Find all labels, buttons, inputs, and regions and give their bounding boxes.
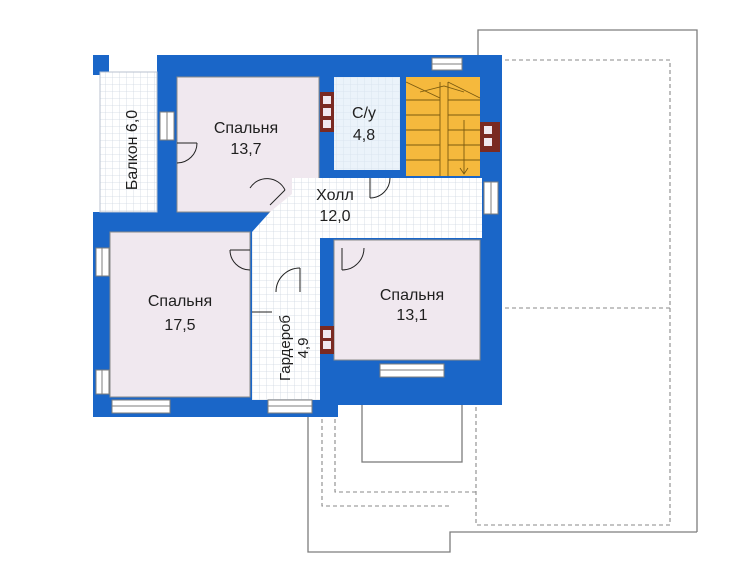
bedroom-right-area: 13,1 [396,307,427,324]
hall-name: Холл [316,187,354,204]
bathroom-area: 4,8 [353,127,375,144]
wardrobe-area: 4,9 [295,338,312,359]
chimney-ducts [320,92,500,354]
bedroom-top-name: Спальня [214,120,278,137]
bedroom-right-floor [333,239,481,361]
hall-floor [252,178,482,300]
balcony-label: Балкон 6,0 [124,110,141,190]
bedroom-top-area: 13,7 [230,141,261,158]
bathroom-tile [334,77,400,170]
bedroom-left-floor [109,231,251,398]
wardrobe-floor [252,300,320,400]
doors [176,142,391,313]
windows [95,57,499,414]
roof-outline [307,29,698,553]
bedroom-left-name: Спальня [148,293,212,310]
stairs [405,81,481,176]
hall-area: 12,0 [319,208,350,225]
bedroom-right-name: Спальня [380,287,444,304]
stairs-floor [406,77,480,176]
wardrobe-name: Гардероб [277,315,294,381]
bedroom-left-area: 17,5 [164,317,195,334]
bathroom-name: С/у [352,105,376,122]
balcony-floor [99,71,158,213]
dashed-roof-lines [321,59,671,526]
